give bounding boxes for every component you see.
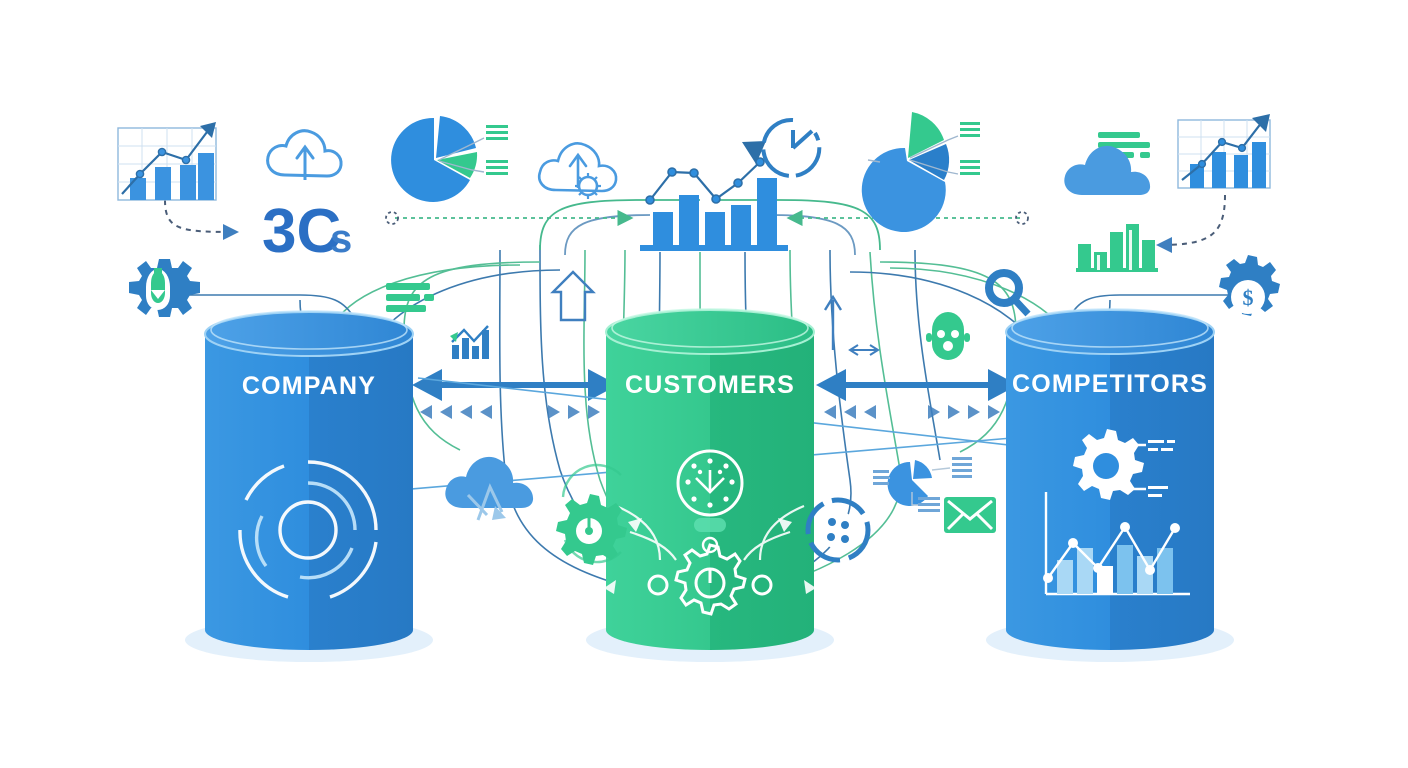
cloud-upload-icon [266, 129, 343, 180]
white-curve-arrows [615, 504, 805, 561]
svg-text:$: $ [1243, 285, 1254, 310]
pillar-customers[interactable]: CUSTOMERS [604, 308, 816, 650]
cloud-arrow-icon [445, 456, 534, 521]
green-bot-gear-icon [926, 312, 970, 360]
envelope-icon [944, 497, 996, 533]
up-arrow-icon-2 [823, 294, 843, 350]
bar-line-growth-chart-icon [640, 141, 788, 251]
mini-bar-chart-icon [450, 325, 489, 359]
page-title-suffix: s [330, 217, 352, 261]
network-clock-icon [676, 449, 744, 517]
cloud-gear-icon [537, 142, 618, 199]
node-circles [647, 574, 773, 596]
line-bar-grid-chart-icon [117, 122, 217, 201]
capsule-icon [694, 518, 726, 554]
gear-dollar-icon: $ [1219, 255, 1280, 316]
green-bars-icon [1076, 224, 1158, 272]
magnifier-icon [985, 269, 1031, 317]
pillar-label-customers: CUSTOMERS [625, 371, 795, 399]
page-title: 3C [262, 197, 341, 266]
radar-circles-icon [238, 460, 378, 599]
cloud-lines-icon [1064, 132, 1151, 195]
pie-legend-small-icon [873, 457, 972, 512]
pillar-competitors[interactable]: COMPETITORS [1005, 308, 1215, 650]
dotted-connector-left [164, 199, 239, 240]
gear-arc-icon-2 [805, 497, 871, 563]
line-bar-grid-chart-icon-2 [1177, 114, 1271, 189]
up-arrow-icon [550, 270, 596, 322]
connector-customers-competitors[interactable] [816, 344, 1018, 419]
white-arrow-heads [604, 518, 816, 594]
pie-chart-legend-icon [391, 116, 508, 202]
pillar-company[interactable]: COMPANY [204, 310, 414, 650]
pillar-label-competitors: COMPETITORS [1012, 370, 1208, 398]
bar-line-chart-icon [1043, 492, 1190, 596]
gear-download-icon [129, 259, 200, 317]
gear-power-icon [674, 543, 747, 616]
gear-lines-icon [1073, 429, 1175, 500]
clock-icon [761, 117, 822, 178]
gear-arc-icon [556, 463, 627, 565]
pillar-label-company: COMPANY [242, 372, 376, 400]
text-lines-icon [386, 283, 434, 312]
dotted-connector-right [1156, 194, 1226, 253]
pie-chart-legend-icon-2 [861, 112, 980, 232]
connector-company-customers[interactable] [412, 369, 618, 419]
